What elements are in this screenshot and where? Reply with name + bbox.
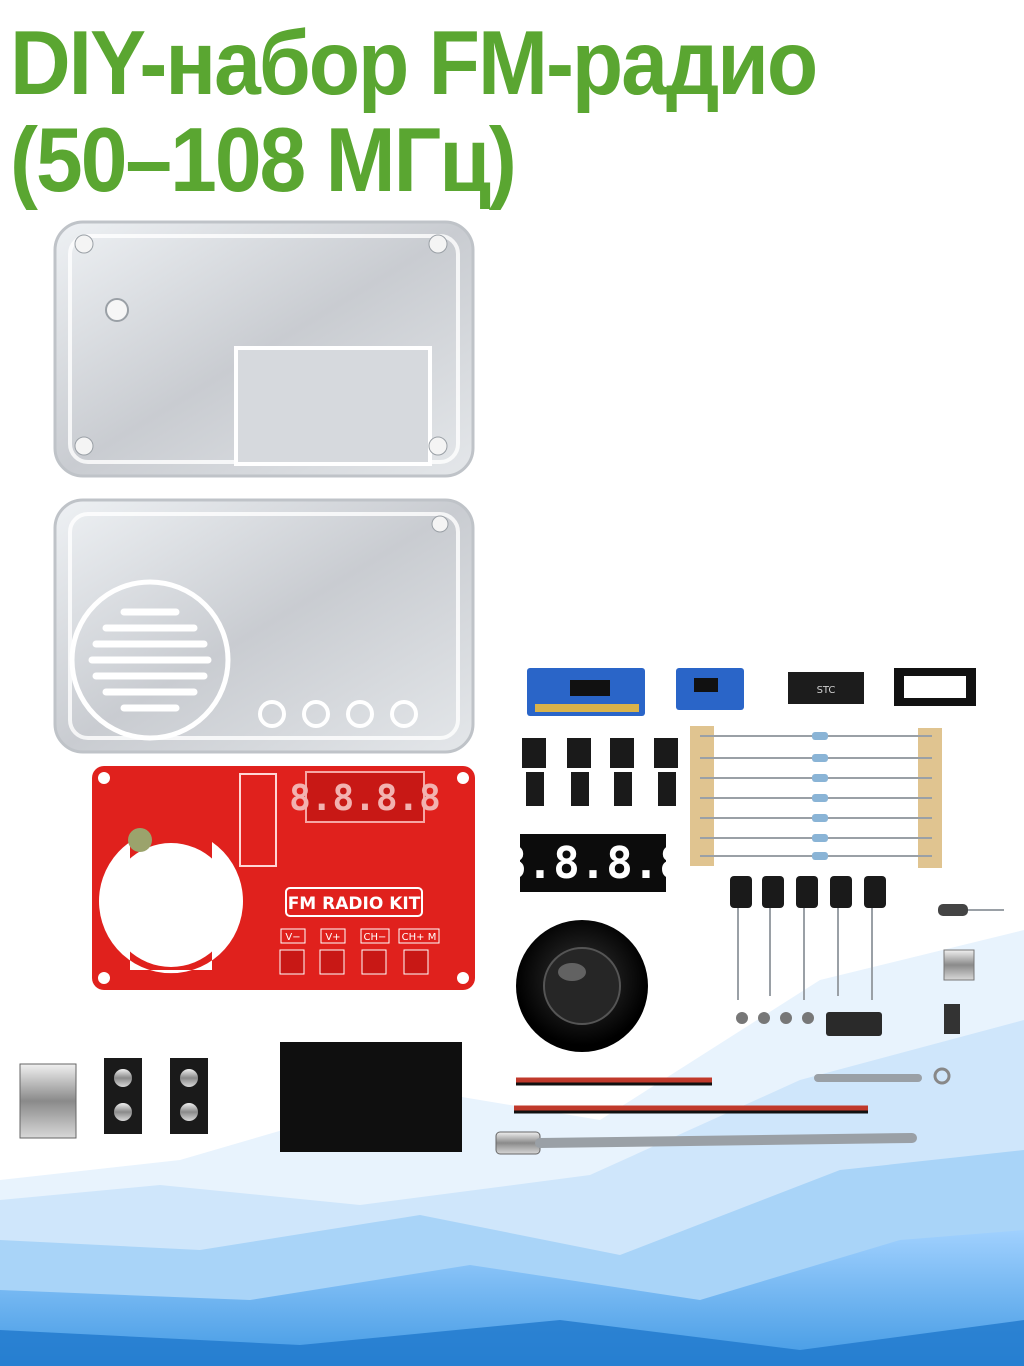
amp-module xyxy=(676,668,744,710)
led-display-digits: 8.8.8.8 xyxy=(500,838,685,889)
rf-module xyxy=(527,668,645,716)
resistors xyxy=(690,726,942,868)
title-line-1: DIY-набор FM-радио xyxy=(10,11,818,114)
product-title: DIY-набор FM-радио (50–108 МГц) xyxy=(10,14,1014,208)
pcb-label: FM RADIO KIT xyxy=(288,894,421,914)
pcb-button-label-vol-up: V+ xyxy=(325,932,340,943)
wires xyxy=(514,1067,951,1114)
ic-socket xyxy=(894,668,976,706)
speaker xyxy=(516,920,648,1052)
pcb-button-label-vol-down: V− xyxy=(285,932,300,943)
pcb-button-label-ch-down: CH− xyxy=(364,932,387,943)
pcb-board: 8.8.8.8 FM RADIO KIT V− V+ CH− CH+ M xyxy=(92,766,475,990)
pcb-button-label-ch-up: CH+ M xyxy=(402,932,437,943)
pcb-display-silkscreen: 8.8.8.8 xyxy=(289,778,441,819)
foam-pad xyxy=(280,1042,462,1152)
led-display: 8.8.8.8 xyxy=(500,834,686,892)
battery-contacts xyxy=(19,1058,208,1139)
capacitors xyxy=(730,876,886,1000)
ic-chip: STC xyxy=(788,672,864,704)
small-parts xyxy=(736,904,1004,1036)
bottom-acrylic-case xyxy=(53,498,475,754)
chip-marking: STC xyxy=(817,685,836,696)
push-buttons xyxy=(522,738,678,806)
antenna xyxy=(495,1131,917,1155)
top-acrylic-case xyxy=(53,220,475,478)
title-line-2: (50–108 МГц) xyxy=(10,109,517,211)
